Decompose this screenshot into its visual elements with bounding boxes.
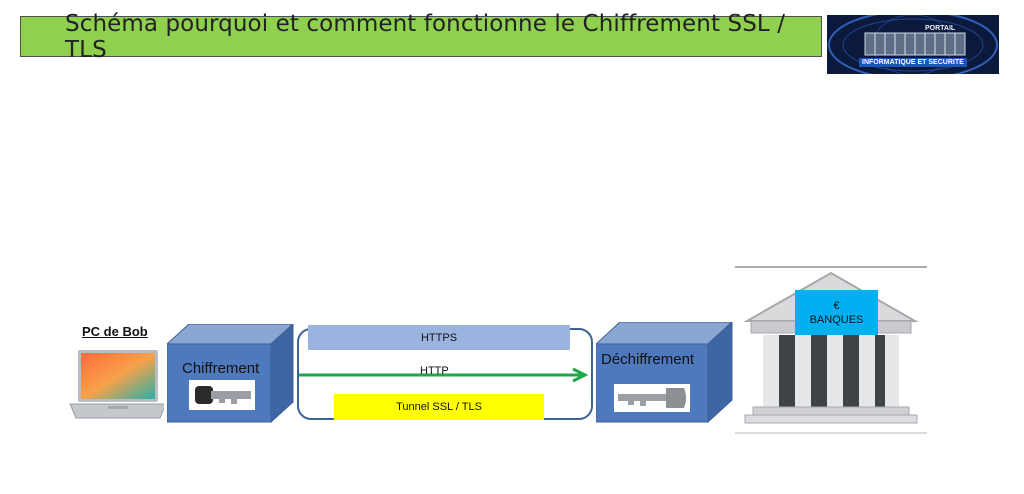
ssl-tls-label: Tunnel SSL / TLS (396, 401, 482, 413)
page-title-text: Schéma pourquoi et comment fonctionne le… (65, 10, 786, 63)
key-icon (614, 384, 690, 412)
logo-top-text: PORTAIL (925, 25, 956, 32)
logo-bottom-text: INFORMATIQUE ET SECURITE (859, 58, 967, 67)
key-icon (189, 380, 255, 410)
bank-sign: € BANQUES (795, 290, 878, 335)
client-label: PC de Bob (82, 324, 148, 339)
https-bar: HTTPS (308, 325, 570, 350)
page-title: Schéma pourquoi et comment fonctionne le… (20, 11, 822, 63)
decryption-label: Déchiffrement (601, 351, 695, 368)
http-label: HTTP (420, 365, 449, 377)
laptop-icon (69, 350, 164, 419)
data-flow-arrow (299, 367, 589, 383)
logo-globe-icon (828, 15, 998, 74)
portal-logo: PORTAIL INFORMATIQUE ET SECURITE (827, 15, 999, 74)
bank-label: BANQUES (809, 313, 864, 326)
euro-symbol: € (833, 299, 840, 312)
https-label: HTTPS (420, 331, 458, 344)
encryption-label: Chiffrement (182, 360, 260, 377)
ssl-tls-bar: Tunnel SSL / TLS (334, 394, 544, 420)
